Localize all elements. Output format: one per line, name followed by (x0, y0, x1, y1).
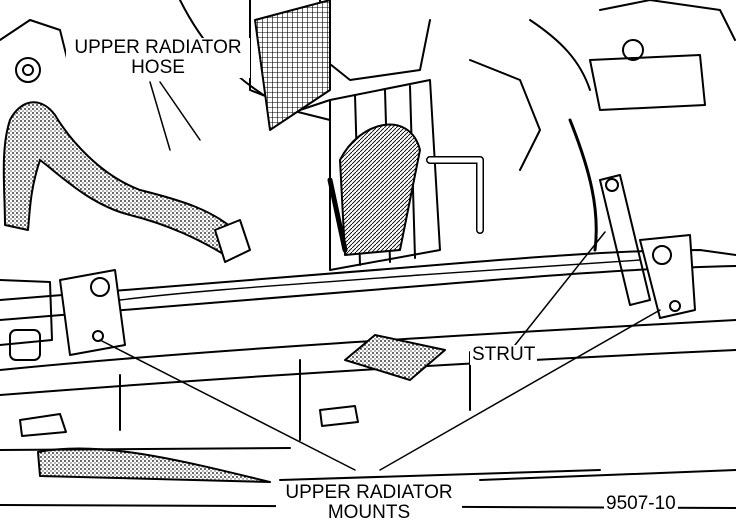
grille-insert (344, 334, 446, 381)
battery-outline (589, 54, 706, 111)
front-fascia (0, 319, 736, 371)
leader-hose-1 (149, 81, 171, 151)
upper-radiator-mounts-callout: UPPER RADIATOR MOUNTS (276, 483, 462, 523)
mounts-label-line2: MOUNTS (327, 502, 411, 523)
upper-radiator-hose-callout: UPPER RADIATOR HOSE (66, 38, 250, 78)
bolt-top-left (15, 57, 41, 83)
mounts-label-line1: UPPER RADIATOR (285, 482, 453, 503)
radiator-frame (329, 79, 441, 271)
upper-radiator-hose (2, 101, 241, 256)
hose-label-line2: HOSE (131, 57, 185, 78)
lower-grille (37, 447, 271, 483)
strut-rod (599, 174, 651, 306)
figure-number: 9507-10 (604, 493, 678, 514)
strut-callout: STRUT (470, 344, 538, 365)
bracket-left (0, 19, 71, 71)
leader-strut (514, 231, 606, 346)
leader-hose-2 (159, 81, 201, 141)
leader-mount-right (379, 309, 661, 471)
leader-mount-left (99, 339, 356, 471)
fan-shroud (339, 123, 421, 256)
hose-label-line1: UPPER RADIATOR (74, 37, 242, 58)
intake-outline (319, 0, 431, 81)
bolt-top-right (622, 39, 644, 61)
